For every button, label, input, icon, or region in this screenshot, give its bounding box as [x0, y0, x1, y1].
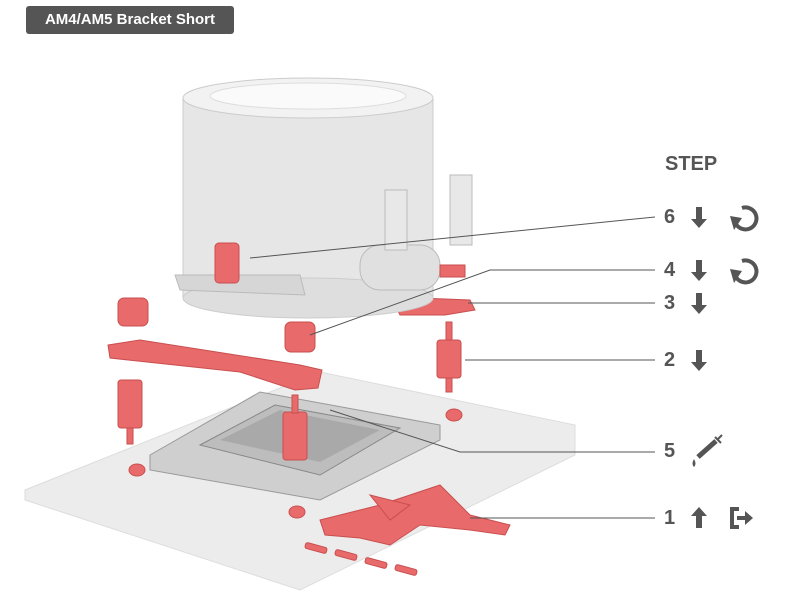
step-number: 6: [664, 205, 676, 228]
step-number: 2: [664, 348, 676, 371]
step-2: 2: [664, 347, 710, 373]
screws: [304, 542, 418, 576]
arrow-down-icon: [688, 291, 710, 315]
step-3: 3: [664, 290, 710, 316]
arrow-down-icon: [688, 348, 710, 372]
step-title: STEP: [665, 153, 718, 175]
step-5: 5: [664, 434, 724, 467]
thermal-paste-syringe-icon: [688, 433, 724, 469]
step-number: 4: [664, 258, 676, 281]
step-number: 3: [664, 291, 676, 314]
step-4: 4: [664, 255, 762, 285]
arrow-up-icon: [688, 506, 710, 530]
thumb-nuts: [117, 297, 316, 353]
rotate-icon: [728, 202, 762, 232]
remove-icon: [728, 505, 756, 531]
backplate: [319, 484, 511, 546]
step-1: 1: [664, 505, 756, 531]
arrow-down-icon: [688, 205, 710, 229]
board-nuts: [128, 408, 463, 519]
standoffs: [117, 321, 462, 461]
bracket-type-badge: AM4/AM5 Bracket Short: [26, 6, 234, 34]
leader-lines: [249, 216, 656, 519]
step-6: 6: [664, 202, 762, 232]
step-number: 5: [664, 439, 676, 462]
rotate-icon: [728, 255, 762, 285]
pump-head: [174, 77, 473, 319]
mounting-bracket-left: [107, 339, 323, 391]
step-number: 1: [664, 506, 676, 529]
arrow-down-icon: [688, 258, 710, 282]
